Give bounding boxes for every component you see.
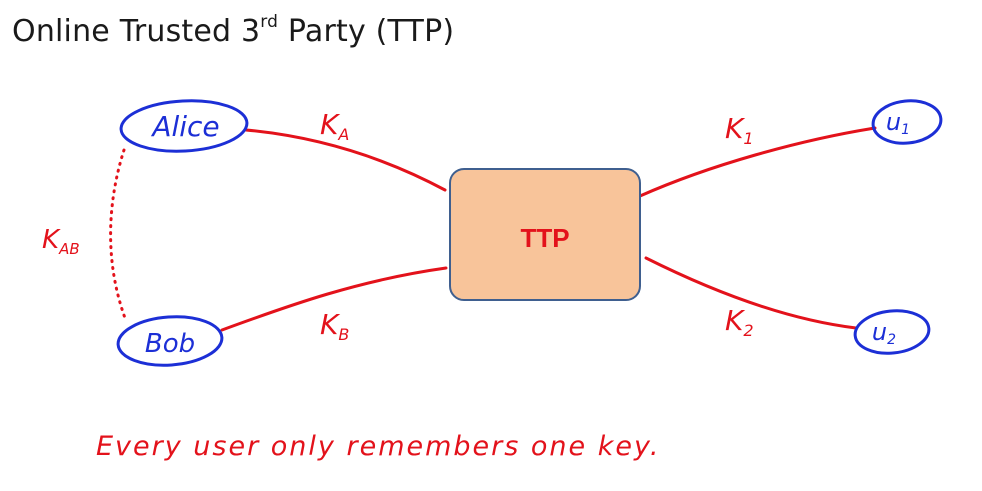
ttp-box xyxy=(449,168,641,301)
u1-label: u1 xyxy=(886,108,910,138)
title-rest: Party (TTP) xyxy=(278,14,455,49)
key-label-kb: KB xyxy=(320,308,349,344)
caption: Every user only remembers one key. xyxy=(96,431,660,462)
u1-outline xyxy=(871,99,943,145)
ttp-node: TTP xyxy=(449,168,641,301)
user-alice: Alice xyxy=(119,99,249,153)
user-u1: u1 xyxy=(871,99,943,145)
key-label-k1: K1 xyxy=(725,112,754,148)
link-ttp-u2 xyxy=(644,256,858,330)
title-superscript: rd xyxy=(260,12,279,32)
alice-label: Alice xyxy=(150,110,219,143)
bob-label: Bob xyxy=(145,329,195,359)
user-u2: u2 xyxy=(853,309,931,355)
u2-label: u2 xyxy=(872,318,896,348)
u2-outline xyxy=(853,309,931,355)
page-title: Online Trusted 3rd Party (TTP) xyxy=(12,12,454,49)
link-alice-bob-dotted xyxy=(109,148,127,320)
title-main: Online Trusted 3 xyxy=(12,14,261,49)
link-ttp-u1 xyxy=(638,126,877,198)
ttp-label: TTP xyxy=(520,223,569,253)
bob-outline xyxy=(116,315,224,367)
link-bob-ttp xyxy=(220,266,448,332)
key-label-k2: K2 xyxy=(725,304,754,340)
alice-outline xyxy=(119,99,249,153)
user-bob: Bob xyxy=(116,315,224,367)
key-label-ka: KA xyxy=(320,108,349,144)
key-label-kab: KAB xyxy=(42,225,80,258)
link-alice-ttp xyxy=(244,128,447,192)
